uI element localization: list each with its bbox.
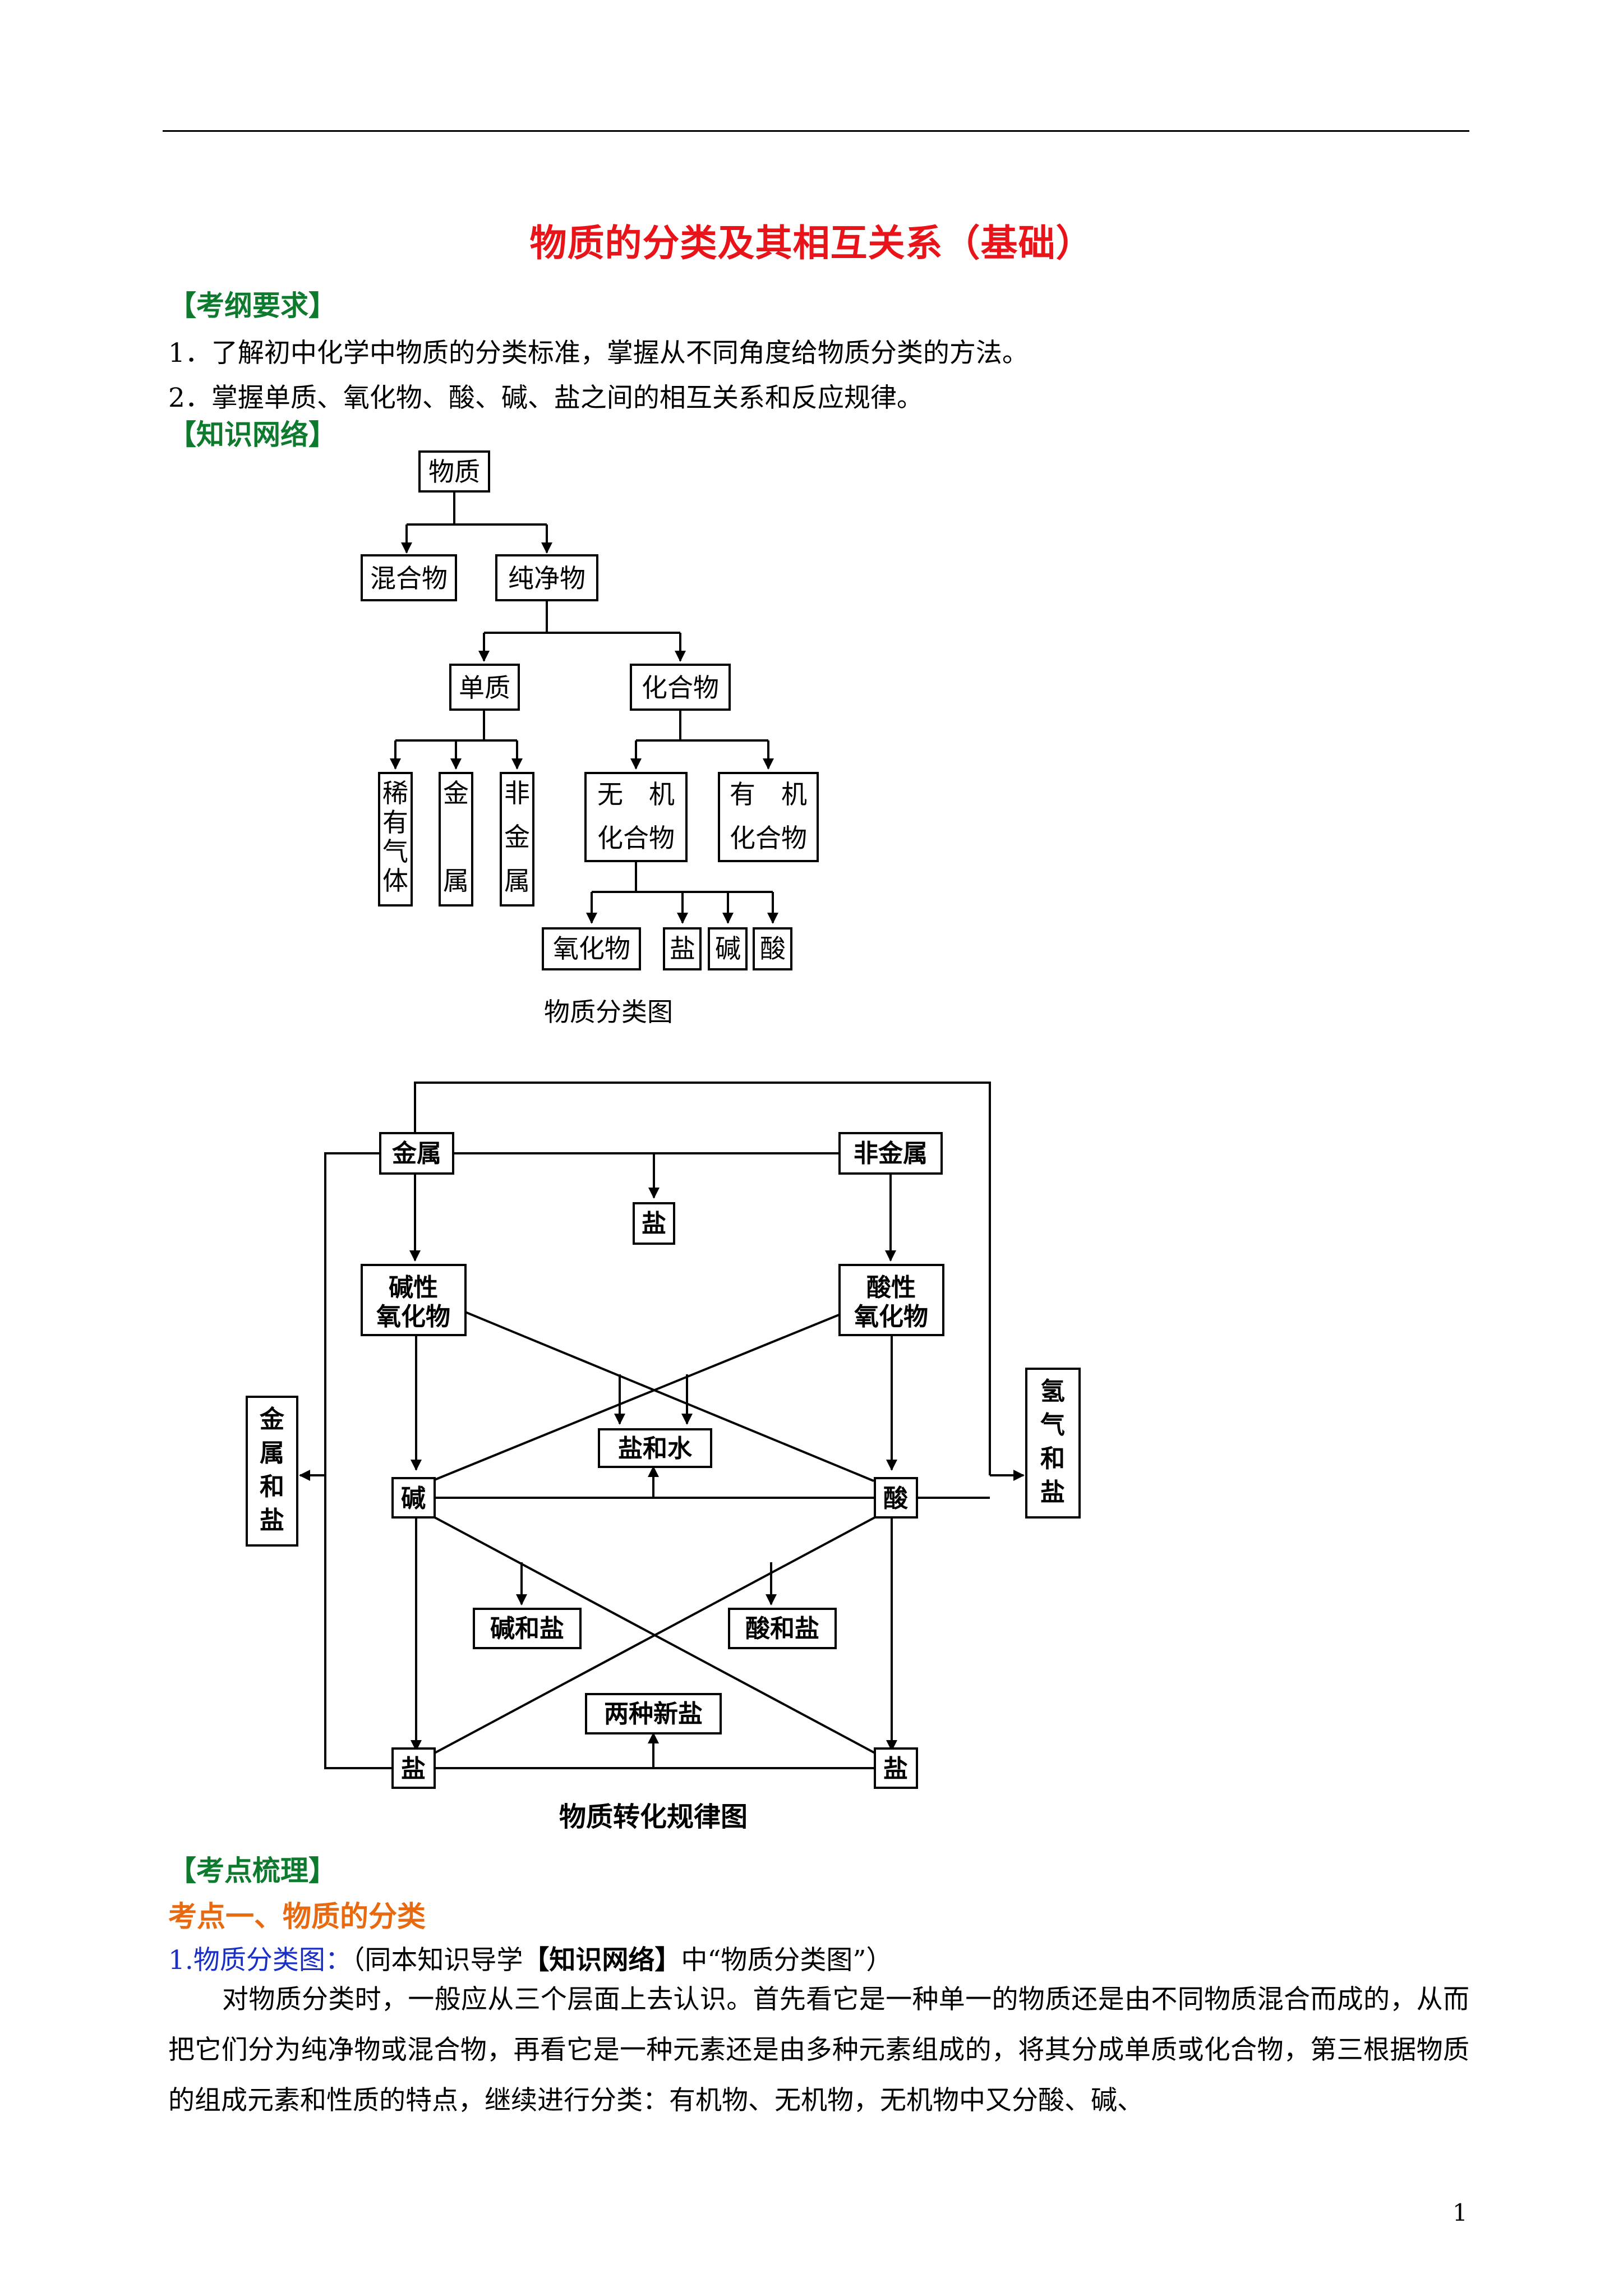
net-salt-right: 盐 (883, 1755, 908, 1783)
item-1-label: 1.物质分类图： (168, 1945, 352, 1976)
net-basic-oxide-1: 碱性 (389, 1273, 438, 1302)
tree-node-nonmetal-2: 金 (504, 822, 530, 852)
section-wangluo: 【知识网络】 (168, 418, 336, 451)
net-acid: 酸 (883, 1484, 909, 1513)
header-rule (163, 130, 1469, 132)
tree-node-root: 物质 (428, 457, 480, 487)
tree-node-metal-2: 属 (443, 866, 469, 896)
section-kaogang: 【考纲要求】 (168, 289, 336, 322)
tree-node-inorganic-1: 无 机 (597, 779, 675, 809)
tree-node-nonmetal-1: 非 (504, 778, 530, 808)
item-1-note-a: （同本知识导学 (351, 1945, 523, 1976)
net-metal-salt-4: 盐 (260, 1506, 284, 1535)
tree-node-pure: 纯净物 (508, 563, 585, 593)
net-hydrogen-salt-3: 和 (1040, 1444, 1065, 1473)
net-hydrogen-salt-4: 盐 (1040, 1478, 1065, 1507)
net-base-salt: 碱和盐 (490, 1614, 564, 1643)
net-salt-water: 盐和水 (618, 1434, 693, 1463)
classification-tree: 物质 混合物 纯净物 单质 化合物 稀 有 气 体 金 属 非 金 属 无 机 … (361, 450, 819, 1027)
net-metal: 金属 (391, 1139, 441, 1168)
body-paragraph: 对物质分类时，一般应从三个层面上去认识。首先看它是一种单一的物质还是由不同物质混… (168, 1984, 1469, 2116)
net-salt-top: 盐 (642, 1209, 666, 1238)
net-acid-salt: 酸和盐 (745, 1614, 819, 1643)
section-kaodian: 【考点梳理】 (168, 1854, 336, 1887)
tree-node-organic-2: 化合物 (730, 823, 807, 853)
net-caption: 物质转化规律图 (559, 1801, 748, 1833)
tree-node-noble-4: 体 (382, 866, 408, 896)
net-basic-oxide-2: 氧化物 (376, 1303, 450, 1331)
tree-node-inorganic-2: 化合物 (597, 823, 675, 853)
tree-node-organic-1: 有 机 (730, 779, 807, 809)
tree-node-mixture: 混合物 (370, 563, 448, 593)
requirement-2: 2．掌握单质、氧化物、酸、碱、盐之间的相互关系和反应规律。 (168, 383, 923, 413)
item-1-note-c: 中“物质分类图”） (681, 1945, 893, 1976)
page-number: 1 (1453, 2199, 1468, 2226)
tree-node-salt: 盐 (670, 933, 695, 964)
point-1-heading: 考点一、物质的分类 (168, 1900, 426, 1934)
tree-node-base: 碱 (715, 933, 741, 964)
item-1: 1.物质分类图：（同本知识导学【知识网络】中“物质分类图”） (168, 1938, 892, 1977)
net-metal-salt-1: 金 (259, 1405, 285, 1434)
tree-node-oxide: 氧化物 (553, 933, 630, 964)
tree-caption: 物质分类图 (544, 997, 673, 1027)
tree-node-compound: 化合物 (642, 673, 719, 703)
tree-node-acid: 酸 (760, 933, 786, 964)
net-two-salts: 两种新盐 (604, 1700, 703, 1728)
net-base: 碱 (401, 1484, 426, 1513)
page-title: 物质的分类及其相互关系（基础） (529, 221, 1094, 265)
net-metal-salt-3: 和 (260, 1473, 284, 1501)
tree-node-metal-1: 金 (443, 778, 469, 808)
net-salt-left: 盐 (401, 1755, 426, 1783)
requirement-1: 1．了解初中化学中物质的分类标准，掌握从不同角度给物质分类的方法。 (168, 338, 1029, 369)
net-nonmetal: 非金属 (854, 1139, 928, 1168)
tree-node-element: 单质 (459, 673, 510, 703)
net-acidic-oxide-1: 酸性 (866, 1273, 916, 1302)
net-acidic-oxide-2: 氧化物 (854, 1303, 928, 1331)
tree-node-noble-1: 稀 (382, 778, 408, 808)
tree-node-noble-3: 气 (382, 836, 408, 867)
item-1-note-b: 【知识网络】 (523, 1945, 681, 1976)
net-metal-salt-2: 属 (260, 1439, 284, 1467)
transformation-diagram: 金属 非金属 盐 碱性 氧化物 酸性 氧化物 金 属 和 盐 氢 气 和 盐 盐… (246, 1082, 1081, 1833)
tree-node-nonmetal-3: 属 (504, 866, 530, 896)
net-hydrogen-salt-1: 氢 (1040, 1377, 1065, 1406)
tree-node-noble-2: 有 (382, 807, 408, 838)
net-hydrogen-salt-2: 气 (1040, 1411, 1065, 1439)
